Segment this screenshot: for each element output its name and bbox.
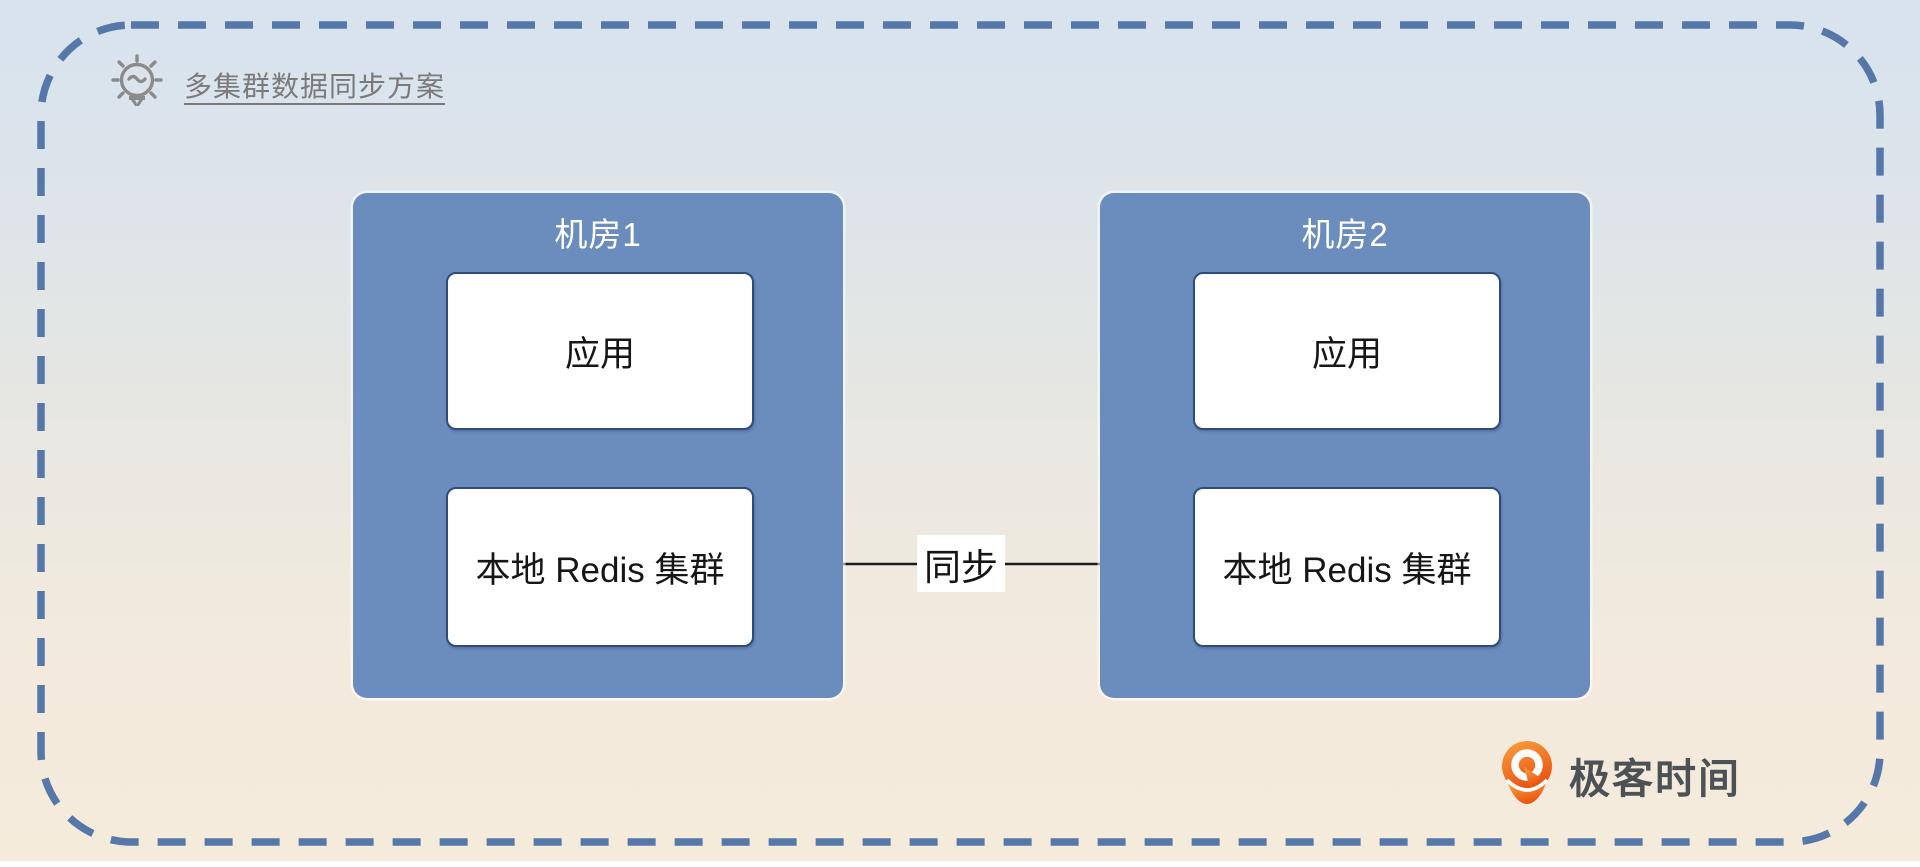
geektime-logo-icon	[1502, 741, 1552, 804]
cluster-datacenter-1: 机房1 应用 本地 Redis 集群	[353, 193, 843, 698]
geektime-logo: 极客时间	[1499, 740, 1741, 810]
sync-label: 同步	[917, 535, 1005, 592]
cluster-1-app-node: 应用	[446, 272, 754, 430]
cluster-2-app-node: 应用	[1193, 272, 1501, 430]
header: 多集群数据同步方案	[106, 50, 445, 120]
lightbulb-icon	[111, 54, 163, 106]
cluster-datacenter-2: 机房2 应用 本地 Redis 集群	[1100, 193, 1590, 698]
cluster-2-redis-node: 本地 Redis 集群	[1193, 487, 1501, 647]
cluster-1-title: 机房1	[554, 216, 642, 253]
cluster-2-title: 机房2	[1301, 216, 1389, 253]
geektime-logo-text: 极客时间	[1569, 756, 1741, 802]
dashed-border-frame	[37, 21, 1884, 846]
diagram-title: 多集群数据同步方案	[184, 71, 446, 102]
cluster-1-redis-node: 本地 Redis 集群	[446, 487, 754, 647]
